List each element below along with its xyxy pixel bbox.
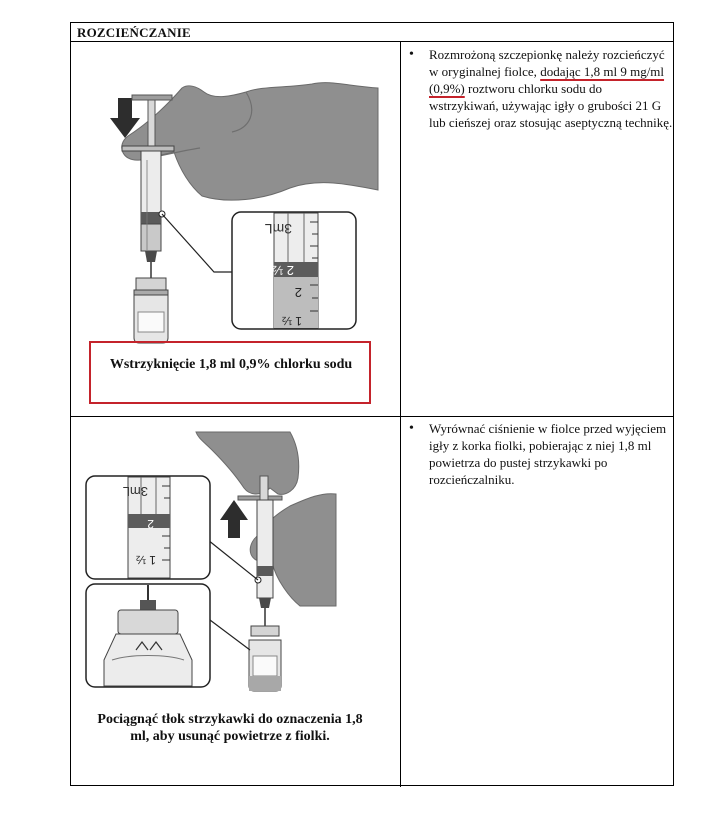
plunger-rod (259, 475, 269, 501)
step1-text: Rozmrożoną szczepionkę należy rozcieńczy… (405, 46, 673, 131)
step1-bullet-text-b: roztworu chlorku sodu do wstrzykiwań, uż… (429, 81, 673, 130)
inset-label-2half: 2 ½ (272, 263, 294, 278)
dilution-instruction-table: ROZCIEŃCZANIE Rozmrożoną szczepionkę nal… (70, 22, 674, 787)
step2-caption: Pociągnąć tłok strzykawki do oznaczenia … (97, 712, 363, 744)
inset-label-1half: 1 ½ (282, 314, 302, 328)
gloved-hand (121, 82, 379, 201)
inset-label-2: 2 (147, 517, 154, 531)
vial-cap (250, 625, 280, 637)
step2-text: Wyrównać ciśnienie w fiolce przed wyjęci… (405, 420, 673, 488)
down-arrow-icon (110, 98, 140, 138)
step1-bullet-text-a: Rozmrożoną szczepionkę należy rozcieńczy… (429, 47, 665, 79)
header-divider (71, 41, 673, 42)
step1-bullet: Rozmrożoną szczepionkę należy rozcieńczy… (405, 46, 673, 131)
row-divider (71, 416, 673, 417)
step1-caption: Wstrzyknięcie 1,8 ml 0,9% chlorku sodu (109, 357, 353, 372)
inset-label-3ml: 3mL (123, 484, 148, 499)
step1-caption-box (89, 341, 371, 404)
inset-label-3ml: 3mL (265, 221, 292, 237)
table-header: ROZCIEŃCZANIE (77, 25, 191, 40)
step1-bullet-highlight: dodając 1,8 ml 9 mg/ml (0,9%) (429, 64, 665, 96)
inset-label-2: 2 (295, 285, 302, 300)
syringe-barrel (256, 499, 274, 599)
inset-label-1half: 1 ½ (136, 553, 156, 567)
column-divider (400, 41, 401, 787)
gloved-hand-top (195, 431, 300, 495)
step2-bullet: Wyrównać ciśnienie w fiolce przed wyjęci… (405, 420, 673, 488)
up-arrow-icon (220, 500, 248, 538)
